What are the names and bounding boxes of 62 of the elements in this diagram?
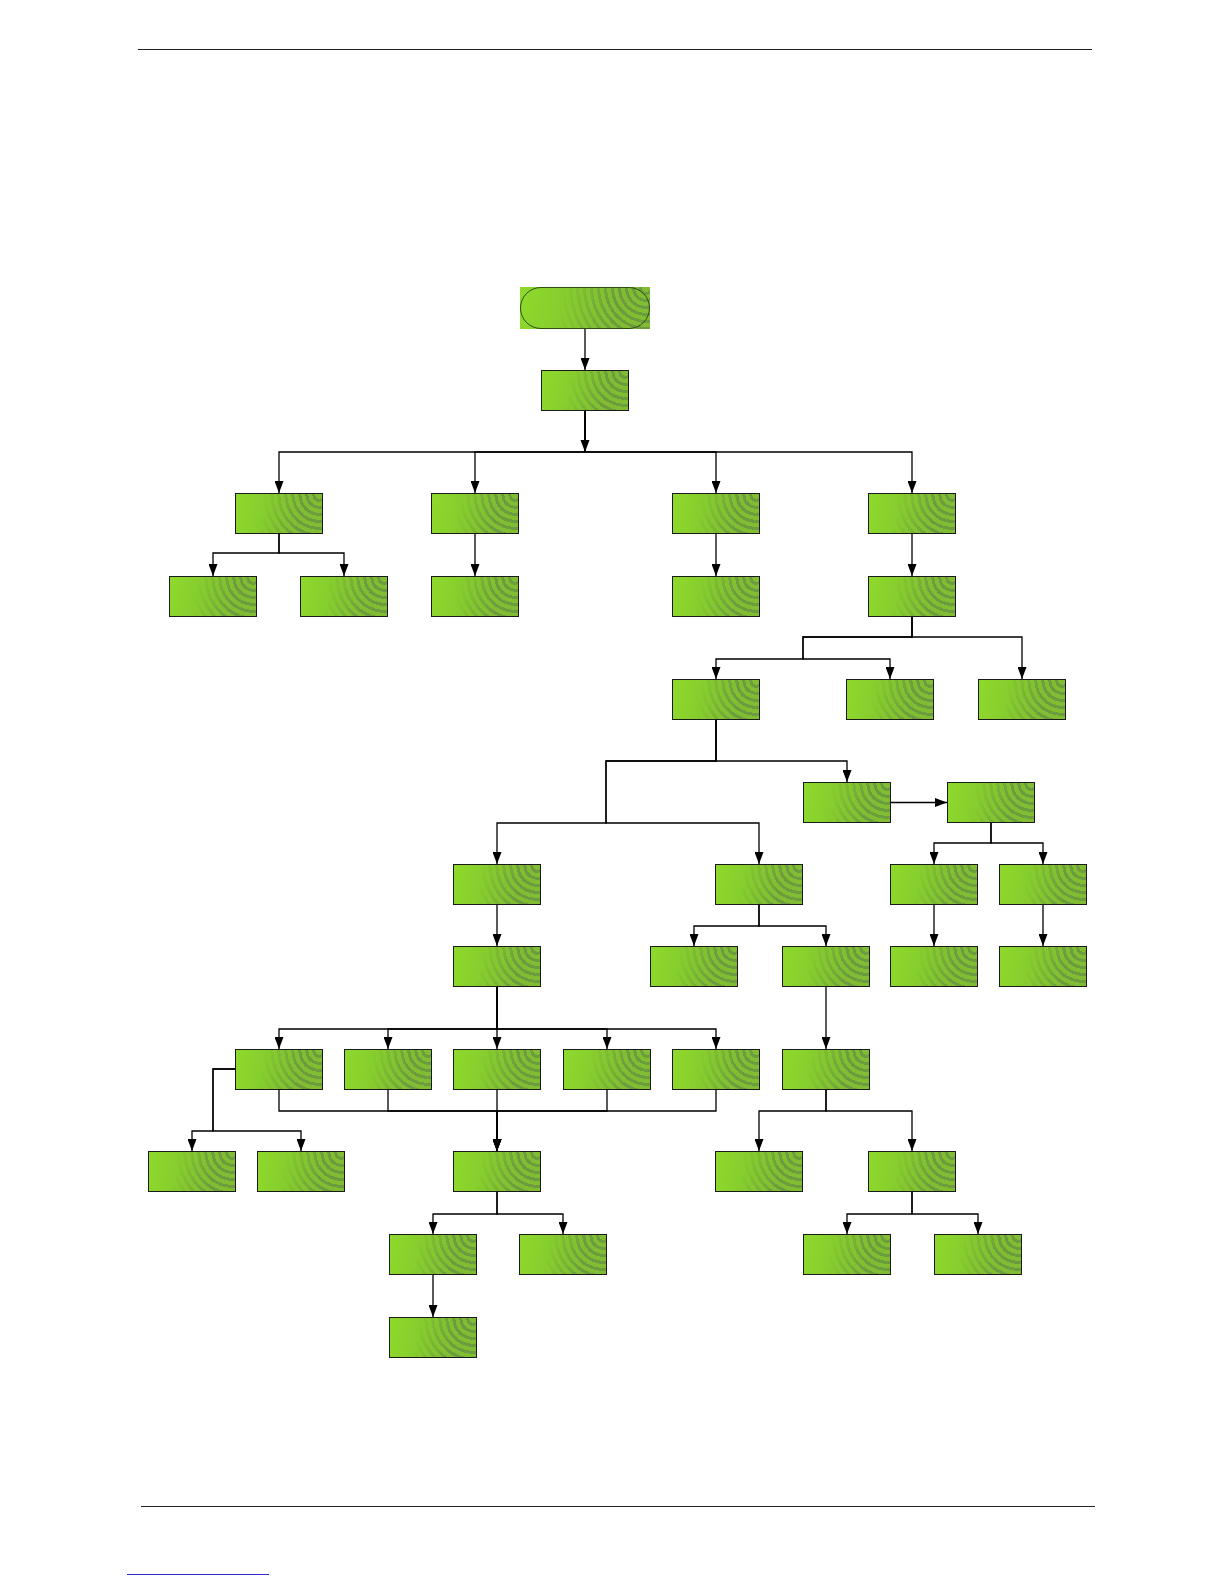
- arrow: [890, 798, 948, 807]
- arrow: [605, 719, 764, 865]
- arrow: [580, 328, 590, 371]
- process-box: [934, 1234, 1022, 1275]
- arrow: [212, 1068, 306, 1152]
- process-box: [431, 576, 519, 617]
- process-box: [389, 1234, 477, 1275]
- process-box: [999, 946, 1087, 987]
- process-box: [235, 1049, 323, 1090]
- process-box: [300, 576, 388, 617]
- process-box: [148, 1151, 236, 1192]
- process-box: [782, 946, 870, 987]
- arrow: [470, 533, 480, 577]
- process-box: [453, 1049, 541, 1090]
- process-box: [672, 679, 760, 720]
- arrow: [496, 1191, 568, 1235]
- process-box: [344, 1049, 432, 1090]
- process-box: [453, 1151, 541, 1192]
- arrow: [278, 533, 349, 577]
- process-box: [978, 679, 1066, 720]
- process-box: [672, 1049, 760, 1090]
- arrow: [990, 822, 1048, 865]
- arrow: [758, 904, 831, 947]
- arrow: [711, 533, 721, 577]
- process-box: [890, 864, 978, 905]
- arrow: [584, 410, 917, 494]
- process-box: [868, 493, 956, 534]
- process-box: [715, 864, 803, 905]
- arrow: [929, 904, 939, 947]
- arrow: [911, 1191, 983, 1235]
- process-box: [519, 1234, 607, 1275]
- process-box: [541, 370, 629, 411]
- process-box: [715, 1151, 803, 1192]
- process-box: [257, 1151, 345, 1192]
- process-box: [563, 1049, 651, 1090]
- process-box: [890, 946, 978, 987]
- arrow: [496, 986, 721, 1050]
- arrow: [821, 986, 831, 1050]
- process-box: [947, 782, 1035, 823]
- process-box: [868, 1151, 956, 1192]
- process-box: [431, 493, 519, 534]
- process-box: [782, 1049, 870, 1090]
- start-terminal: [520, 287, 650, 329]
- arrow: [907, 533, 917, 577]
- process-box: [803, 782, 891, 823]
- process-box: [672, 493, 760, 534]
- process-box: [650, 946, 738, 987]
- process-box: [846, 679, 934, 720]
- arrow: [911, 616, 1027, 680]
- process-box: [453, 946, 541, 987]
- arrow: [428, 1274, 438, 1318]
- process-box: [389, 1317, 477, 1358]
- process-box: [169, 576, 257, 617]
- process-box: [868, 576, 956, 617]
- arrow: [492, 904, 502, 947]
- process-box: [672, 576, 760, 617]
- process-box: [803, 1234, 891, 1275]
- process-box: [453, 864, 541, 905]
- process-box: [999, 864, 1087, 905]
- process-box: [235, 493, 323, 534]
- arrow: [1038, 904, 1048, 947]
- arrow: [825, 1089, 917, 1152]
